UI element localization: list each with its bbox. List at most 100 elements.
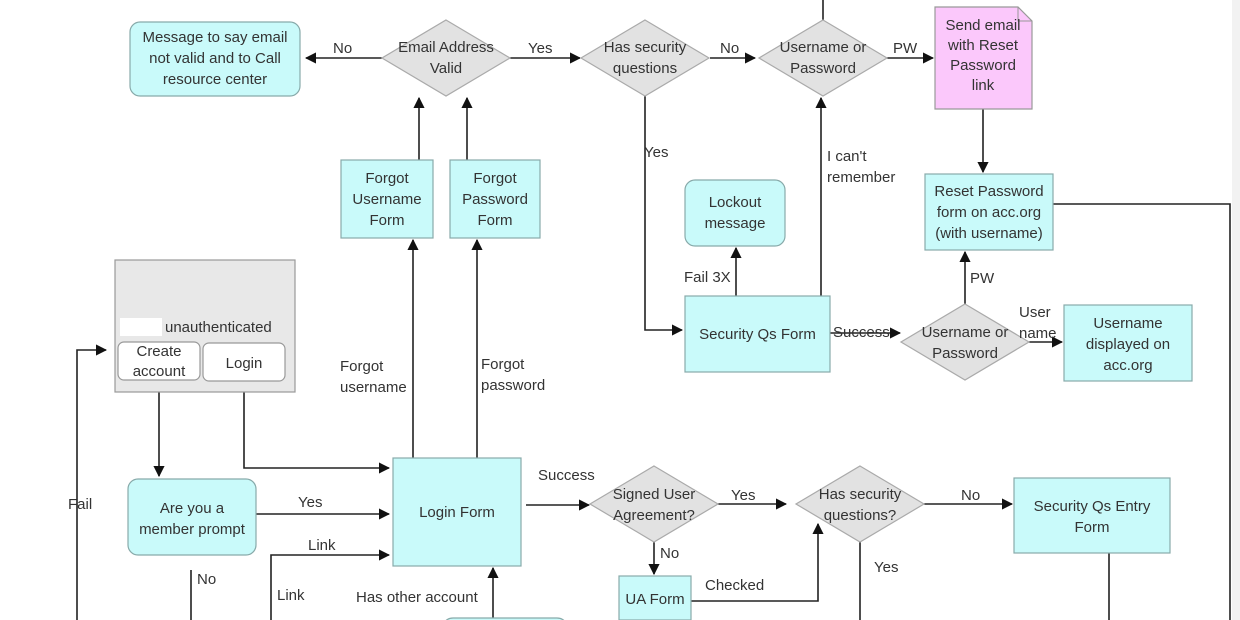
- ua-form-box: [618, 575, 692, 620]
- email-valid-decision: [380, 19, 512, 97]
- send_email-text: link: [972, 77, 995, 94]
- has-sec-q-top-decision: [579, 19, 711, 97]
- sec_q_entry-text: Security Qs Entry: [1034, 498, 1151, 515]
- lockout-text: Lockout: [709, 194, 762, 211]
- user_or_pw_top-text: Username or: [780, 39, 867, 56]
- edge-label-email-yes: Yes: [528, 40, 552, 57]
- edge-label-secq-no: No: [720, 40, 739, 57]
- create_account-text: account: [133, 363, 186, 380]
- member_prompt-text: Are you a: [160, 500, 225, 517]
- edge-label-fail: Fail: [68, 496, 92, 513]
- edge-label-cant-remember: I can't: [827, 148, 867, 165]
- msg_email_invalid-text: Message to say email: [142, 29, 287, 46]
- send-email-document: [934, 6, 1033, 110]
- edge-label-secq2-no: No: [961, 487, 980, 504]
- msg-email-invalid-box: [129, 21, 301, 97]
- username_displayed-text: displayed on: [1086, 336, 1170, 353]
- create-account-button: [117, 341, 201, 381]
- connector-arrow: [76, 344, 108, 620]
- lockout-box: [684, 179, 786, 247]
- send_email-text: Send email: [945, 17, 1020, 34]
- scroll-edge: [1232, 0, 1240, 620]
- member-prompt-box: [127, 478, 257, 556]
- edge-label-cant-remember: remember: [827, 169, 895, 186]
- username_displayed-text: acc.org: [1103, 357, 1152, 374]
- edge-label-pw-mid: PW: [970, 270, 995, 287]
- member_prompt-text: member prompt: [139, 521, 246, 538]
- user_or_pw_top-text: Password: [790, 60, 856, 77]
- ua_form-text: UA Form: [625, 591, 684, 608]
- connector-arrow: [644, 96, 684, 336]
- username_displayed-text: Username: [1093, 315, 1162, 332]
- edge-label-forgot-password: password: [481, 377, 545, 394]
- folded-corner: [1017, 7, 1032, 22]
- edge-label-email-no: No: [333, 40, 352, 57]
- email_valid-text: Email Address: [398, 39, 494, 56]
- edge-label-checked: Checked: [705, 577, 764, 594]
- edge-label-member-no: No: [197, 571, 216, 588]
- email_valid-text: Valid: [430, 60, 462, 77]
- edge-label-forgot-password: Forgot: [481, 356, 525, 373]
- reset_pw_form-text: (with username): [935, 225, 1043, 242]
- user-or-pw-top-decision: [757, 19, 889, 97]
- sec_q_entry-text: Form: [1075, 519, 1110, 536]
- user_or_pw_mid-text: Password: [932, 345, 998, 362]
- forgot_user_form-text: Forgot: [365, 170, 409, 187]
- forgot_user_form-text: Username: [352, 191, 421, 208]
- edge-label-link2: Link: [277, 587, 305, 604]
- signed-ua-decision: [588, 465, 720, 543]
- signed_ua-text: Agreement?: [613, 507, 695, 524]
- connector-arrow: [243, 380, 391, 474]
- user_or_pw_mid-text: Username or: [922, 324, 1009, 341]
- forgot_pw_form-text: Form: [478, 212, 513, 229]
- create_account-text: Create: [136, 343, 181, 360]
- redacted-patch: [120, 318, 162, 336]
- login_btn-text: Login: [226, 355, 263, 372]
- edge-label-pw-top: PW: [893, 40, 918, 57]
- forgot_pw_form-text: Forgot: [473, 170, 517, 187]
- login-button: [202, 342, 286, 382]
- msg_email_invalid-text: not valid and to Call: [149, 50, 281, 67]
- has_sec_q_top-text: questions: [613, 60, 677, 77]
- reset-pw-form-box: [924, 173, 1054, 251]
- edge-label-fail3x: Fail 3X: [684, 269, 731, 286]
- reset_pw_form-text: Reset Password: [934, 183, 1043, 200]
- unauthenticated-label: unauthenticated: [165, 319, 272, 336]
- signed_ua-text: Signed User: [613, 486, 696, 503]
- sec-q-entry-box: [1013, 477, 1171, 554]
- edge-label-user-name: User: [1019, 304, 1051, 321]
- user-or-pw-mid-decision: [899, 303, 1031, 381]
- send_email-text: with Reset: [947, 37, 1019, 54]
- edge-label-has-other-account: Has other account: [356, 589, 479, 606]
- edge-label-forgot-username: username: [340, 379, 407, 396]
- forgot-pw-form-box: [449, 159, 541, 239]
- edge-label-link1: Link: [308, 537, 336, 554]
- forgot-user-form-box: [340, 159, 434, 239]
- edge-label-secq-yes: Yes: [644, 144, 668, 161]
- send_email-text: Password: [950, 57, 1016, 74]
- has_sec_q_top-text: Has security: [604, 39, 687, 56]
- login_form-text: Login Form: [419, 504, 495, 521]
- connector-arrow: [691, 522, 824, 602]
- edge-label-ua-yes: Yes: [731, 487, 755, 504]
- connector-arrow: [1053, 203, 1231, 620]
- has_sec_q_bottom-text: questions?: [824, 507, 897, 524]
- edge-label-member-yes: Yes: [298, 494, 322, 511]
- msg_email_invalid-text: resource center: [163, 71, 267, 88]
- edge-label-login-success: Success: [538, 467, 595, 484]
- has_sec_q_bottom-text: Has security: [819, 486, 902, 503]
- forgot_user_form-text: Form: [370, 212, 405, 229]
- connector-arrow: [270, 549, 391, 620]
- edge-label-forgot-username: Forgot: [340, 358, 384, 375]
- forgot_pw_form-text: Password: [462, 191, 528, 208]
- sec_q_form-text: Security Qs Form: [699, 326, 816, 343]
- lockout-text: message: [705, 215, 766, 232]
- login-form-box: [392, 457, 522, 567]
- reset_pw_form-text: form on acc.org: [937, 204, 1041, 221]
- sec-q-form-box: [684, 295, 831, 373]
- edge-label-success-mid: Success: [833, 324, 890, 341]
- has-sec-q-bottom-decision: [794, 465, 926, 543]
- edge-label-user-name: name: [1019, 325, 1057, 342]
- edge-label-secq2-yes: Yes: [874, 559, 898, 576]
